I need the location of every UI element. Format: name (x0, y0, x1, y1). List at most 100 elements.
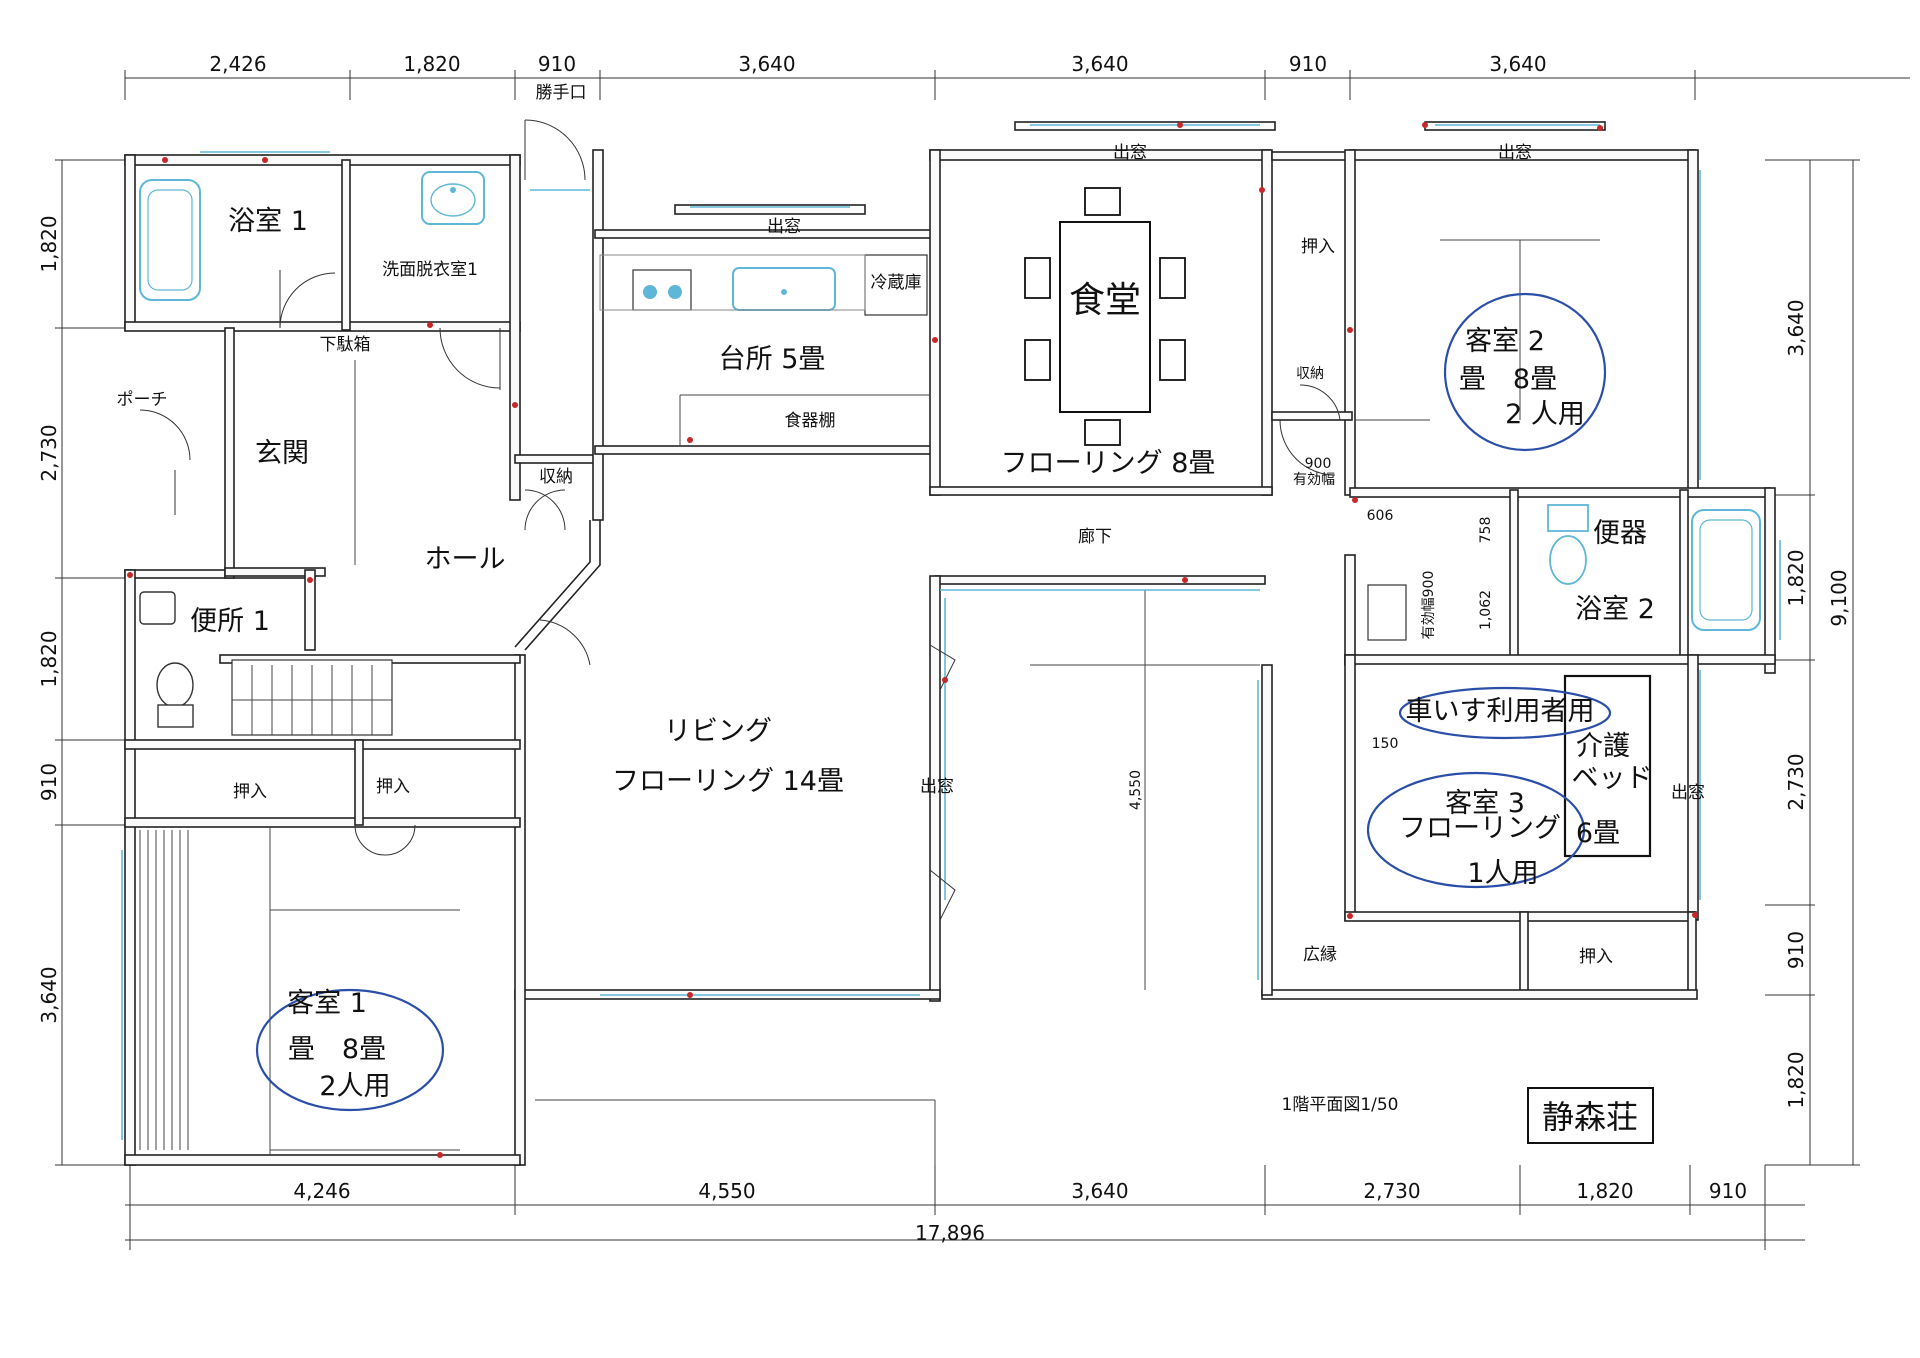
bath-1-label: 浴室 1 (228, 206, 308, 237)
dim-top-2: 1,820 (403, 52, 460, 76)
closet-middle-label: 押入 (376, 777, 410, 797)
dining-label: 食堂 (1069, 280, 1141, 321)
storage-hall-label: 収納 (539, 467, 573, 487)
cupboard-label: 食器棚 (785, 411, 836, 431)
living-title: リビング (664, 716, 772, 747)
guest2-bay-window-label: 出窓 (1498, 143, 1532, 163)
dim-left-1: 1,820 (37, 215, 61, 272)
effective-width-label: 有効幅 (1293, 472, 1335, 488)
dim-right-1: 3,640 (1784, 299, 1808, 356)
walls (124, 121, 1776, 1166)
dimension-lines (55, 70, 1910, 1250)
bottom-dimension-labels: 4,246 4,550 3,640 2,730 1,820 910 17,896 (293, 1179, 1747, 1245)
bathtub-1-icon (139, 179, 201, 301)
guest-room-3-floor: フローリング (1399, 813, 1561, 844)
guest-room-1-capacity: 2人用 (319, 1071, 390, 1102)
plan-title: 1階平面図1/50 (1282, 1095, 1399, 1115)
toilet-1-icon (139, 591, 194, 728)
effective-width-900: 有効幅900 (1421, 571, 1437, 640)
right-dimension-labels: 3,640 1,820 2,730 910 1,820 9,100 (1784, 299, 1851, 1108)
dim-left-4: 910 (37, 763, 61, 801)
corridor-width-value: 900 (1305, 456, 1332, 472)
dim-bottom-2: 4,550 (698, 1179, 755, 1203)
dim-left-3: 1,820 (37, 630, 61, 687)
dim-bottom-4: 2,730 (1363, 1179, 1420, 1203)
toilet-1-label: 便所 1 (190, 606, 270, 637)
guest-room-2-size: 畳 8畳 (1459, 364, 1557, 395)
dining-table (1024, 187, 1186, 446)
dim-top-1: 2,426 (209, 52, 266, 76)
guest-room-2-capacity: 2 人用 (1505, 399, 1585, 430)
dim-left-5: 3,640 (37, 966, 61, 1023)
dim-top-7: 3,640 (1489, 52, 1546, 76)
dim-4550: 4,550 (1128, 770, 1144, 810)
shoe-box-label: 下駄箱 (320, 335, 371, 355)
dim-1062: 1,062 (1478, 590, 1494, 630)
bath-2-label: 浴室 2 (1575, 594, 1655, 625)
guest-room-3-highlight (1366, 771, 1586, 889)
dim-right-2: 1,820 (1784, 549, 1808, 606)
closet-left-label: 押入 (233, 782, 267, 802)
fridge-label: 冷蔵庫 (871, 273, 922, 293)
porch-label: ポーチ (117, 390, 168, 410)
dim-right-4: 910 (1784, 931, 1808, 969)
bathtub-2-icon (1691, 509, 1761, 631)
windows (121, 124, 1781, 1140)
wall-markers (127, 122, 1698, 1158)
washbasin-2 (1367, 584, 1407, 641)
kitchen-sink-icon (732, 267, 836, 311)
washroom-1-label: 洗面脱衣室1 (382, 260, 478, 280)
living-floor: フローリング 14畳 (612, 766, 844, 797)
room-labels: 浴室 1 洗面脱衣室1 勝手口 出窓 台所 5畳 冷蔵庫 食器棚 出窓 食堂 フ… (117, 83, 1706, 1102)
dim-right-5: 1,820 (1784, 1051, 1808, 1108)
guest-room-1-highlight (255, 988, 445, 1112)
guest-room-2-title: 客室 2 (1465, 326, 1545, 357)
guest-room-3-size: 6畳 (1576, 818, 1620, 849)
sink-icon (421, 171, 485, 225)
dim-left-2: 2,730 (37, 424, 61, 481)
closet-dining-label: 押入 (1301, 237, 1335, 257)
staircase (231, 659, 393, 736)
dim-bottom-6: 910 (1709, 1179, 1747, 1203)
dim-606: 606 (1367, 508, 1394, 524)
guest-room-1-size: 畳 8畳 (288, 1034, 386, 1065)
dim-right-3: 2,730 (1784, 753, 1808, 810)
corridor-label: 廊下 (1078, 527, 1112, 547)
toilet-2-label: 便器 (1593, 518, 1647, 549)
wheelchair-highlight (1398, 686, 1612, 740)
kitchen-bay-window-label: 出窓 (767, 217, 801, 237)
stove-icon (632, 269, 692, 311)
dim-bottom-1: 4,246 (293, 1179, 350, 1203)
dim-top-3: 910 (538, 52, 576, 76)
guest-room-3-capacity: 1人用 (1467, 858, 1538, 889)
dim-top-4: 3,640 (738, 52, 795, 76)
living-bay-window-label: 出窓 (920, 777, 954, 797)
toilet-2-icon (1547, 504, 1589, 585)
guest-room-2-highlight (1443, 292, 1607, 452)
left-dimension-labels: 1,820 2,730 1,820 910 3,640 (37, 215, 61, 1023)
dim-150: 150 (1372, 736, 1399, 752)
hall-diagonal-wall (524, 520, 601, 651)
guest-room-1-title: 客室 1 (287, 988, 367, 1019)
guest3-bay-window-label: 出窓 (1671, 783, 1705, 803)
building-name-box: 静森荘 (1527, 1087, 1654, 1144)
dim-total-width: 17,896 (915, 1221, 985, 1245)
chair-right-1 (1159, 257, 1186, 299)
dim-758: 758 (1478, 517, 1494, 544)
doors (139, 119, 1341, 921)
dim-total-height: 9,100 (1827, 569, 1851, 626)
dim-bottom-3: 3,640 (1071, 1179, 1128, 1203)
top-dimension-labels: 2,426 1,820 910 3,640 3,640 910 3,640 (209, 52, 1546, 76)
dim-top-5: 3,640 (1071, 52, 1128, 76)
dining-floor-label: フローリング 8畳 (1001, 448, 1216, 479)
chair-left-1 (1024, 257, 1051, 299)
care-bed (1563, 674, 1652, 858)
care-bed-label-1: 介護 (1576, 731, 1630, 762)
veranda-label: 広縁 (1303, 945, 1337, 965)
kitchen-counter (599, 254, 866, 311)
chair-left-2 (1024, 339, 1051, 381)
veranda-hatch (139, 830, 189, 1150)
chair-right-2 (1159, 339, 1186, 381)
building-name: 静森荘 (1542, 1098, 1638, 1136)
